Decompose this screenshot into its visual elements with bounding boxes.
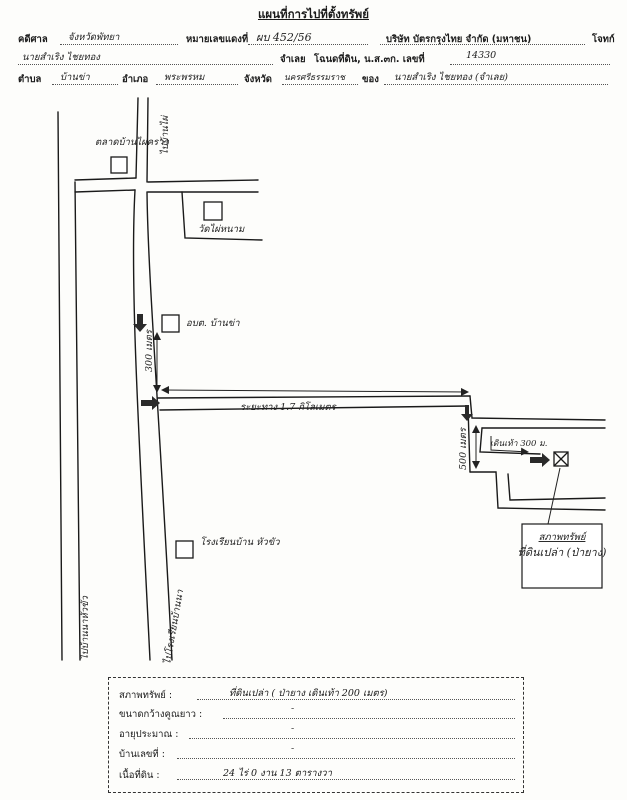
case-label: คดีศาล [18, 34, 48, 45]
map-road-bottom-label: ไปโรงเรียนบ้านนา [161, 588, 186, 665]
company-name: บริษัท บัตรกรุงไทย จำกัด (มหาชน) [386, 34, 532, 45]
map-dist-main-label: ระยะทาง 1.7 กิโลเมตร [240, 401, 338, 413]
property-callout-title: สภาพทรัพย์ [539, 531, 588, 543]
defendant-role: จำเลย [280, 54, 306, 65]
size-value: - [291, 703, 295, 714]
house-value: - [291, 743, 295, 754]
map-dist-500-label: 500 เมตร [458, 426, 469, 470]
arrow-south-icon [133, 314, 147, 332]
arrow-down-icon [461, 405, 473, 421]
property-callout-desc: ที่ดินเปล่า (ป่ายาง) [518, 544, 607, 559]
plaintiff-label: โจทก์ [592, 34, 615, 45]
temple-building-icon [203, 201, 223, 221]
arrow-property-icon [530, 453, 550, 467]
header-row-3: ตำบล บ้านข่า อำเภอ พระพรหม จังหวัด นครศร… [18, 72, 618, 86]
age-value: - [291, 723, 295, 734]
defendant-value: นายสำเริง ไชยทอง [22, 52, 100, 63]
area-label: เนื้อที่ดิน : [119, 770, 160, 781]
owner-label: ของ [362, 74, 379, 85]
court-value: จังหวัดพัทยา [68, 32, 120, 43]
amphoe-label: อำเภอ [122, 74, 149, 85]
market-building-icon [110, 156, 128, 174]
house-label: บ้านเลขที่ : [119, 749, 165, 760]
page-title: แผนที่การไปที่ตั้งทรัพย์ [257, 7, 369, 21]
area-value: 24 ไร่ 0 งาน 13 ตารางวา [223, 768, 332, 779]
property-marker-icon [553, 451, 569, 467]
deed-number: 14330 [466, 50, 497, 61]
province-label: จังหวัด [244, 74, 272, 85]
property-details-box: สภาพทรัพย์ : ที่ดินเปล่า ( ป่ายาง เดินเท… [108, 677, 524, 793]
map-school-label: โรงเรียนบ้าน หัวขัว [200, 536, 280, 548]
province-value: นครศรีธรรมราช [284, 73, 346, 83]
black-case-value: ผบ 452/56 [256, 31, 312, 44]
header-row-2: นายสำเริง ไชยทอง จำเลย โฉนดที่ดิน, น.ส.๓… [18, 50, 618, 66]
map-temple-label: วัดไผ่หนาม [198, 223, 245, 235]
tambon-value: บ้านข่า [60, 72, 90, 83]
deed-label: โฉนดที่ดิน, น.ส.๓ก. เลขที่ [314, 54, 425, 65]
condition-value: ที่ดินเปล่า ( ป่ายาง เดินเท้า 200 เมตร) [229, 688, 388, 699]
owner-value: นายสำเริง ไชยทอง (จำเลย) [394, 72, 508, 83]
amphoe-value: พระพรหม [164, 72, 205, 83]
age-label: อายุประมาณ : [119, 729, 179, 740]
property-callout [521, 523, 603, 589]
map-road-left-label: ไปบ้านนาหัวขัว [79, 595, 91, 660]
map-road-top-label: ไปบ้านไผ่ [159, 114, 171, 155]
header-row-1: คดีศาล จังหวัดพัทยา หมายเลขแดงที่ ผบ 452… [18, 31, 618, 46]
size-label: ขนาดกว้างคูณยาว : [119, 709, 203, 720]
black-case-label: หมายเลขแดงที่ [186, 34, 249, 45]
map-dist-300-label: 300 เมตร [144, 328, 155, 372]
arrow-east-icon [141, 396, 160, 410]
condition-label: สภาพทรัพย์ : [119, 690, 173, 701]
map-market-label: ตลาดบ้านไผ่คราว [95, 136, 169, 148]
health-station-icon [161, 314, 180, 333]
map-walk-label: เดินเท้า 300 ม. [490, 438, 547, 449]
location-map: ตลาดบ้านไผ่คราว ไปบ้านไผ่ วัดไผ่หนาม อบต… [57, 97, 607, 666]
map-health-station-label: อบต. บ้านข่า [186, 318, 240, 329]
tambon-label: ตำบล [18, 74, 42, 85]
school-building-icon [175, 540, 194, 559]
